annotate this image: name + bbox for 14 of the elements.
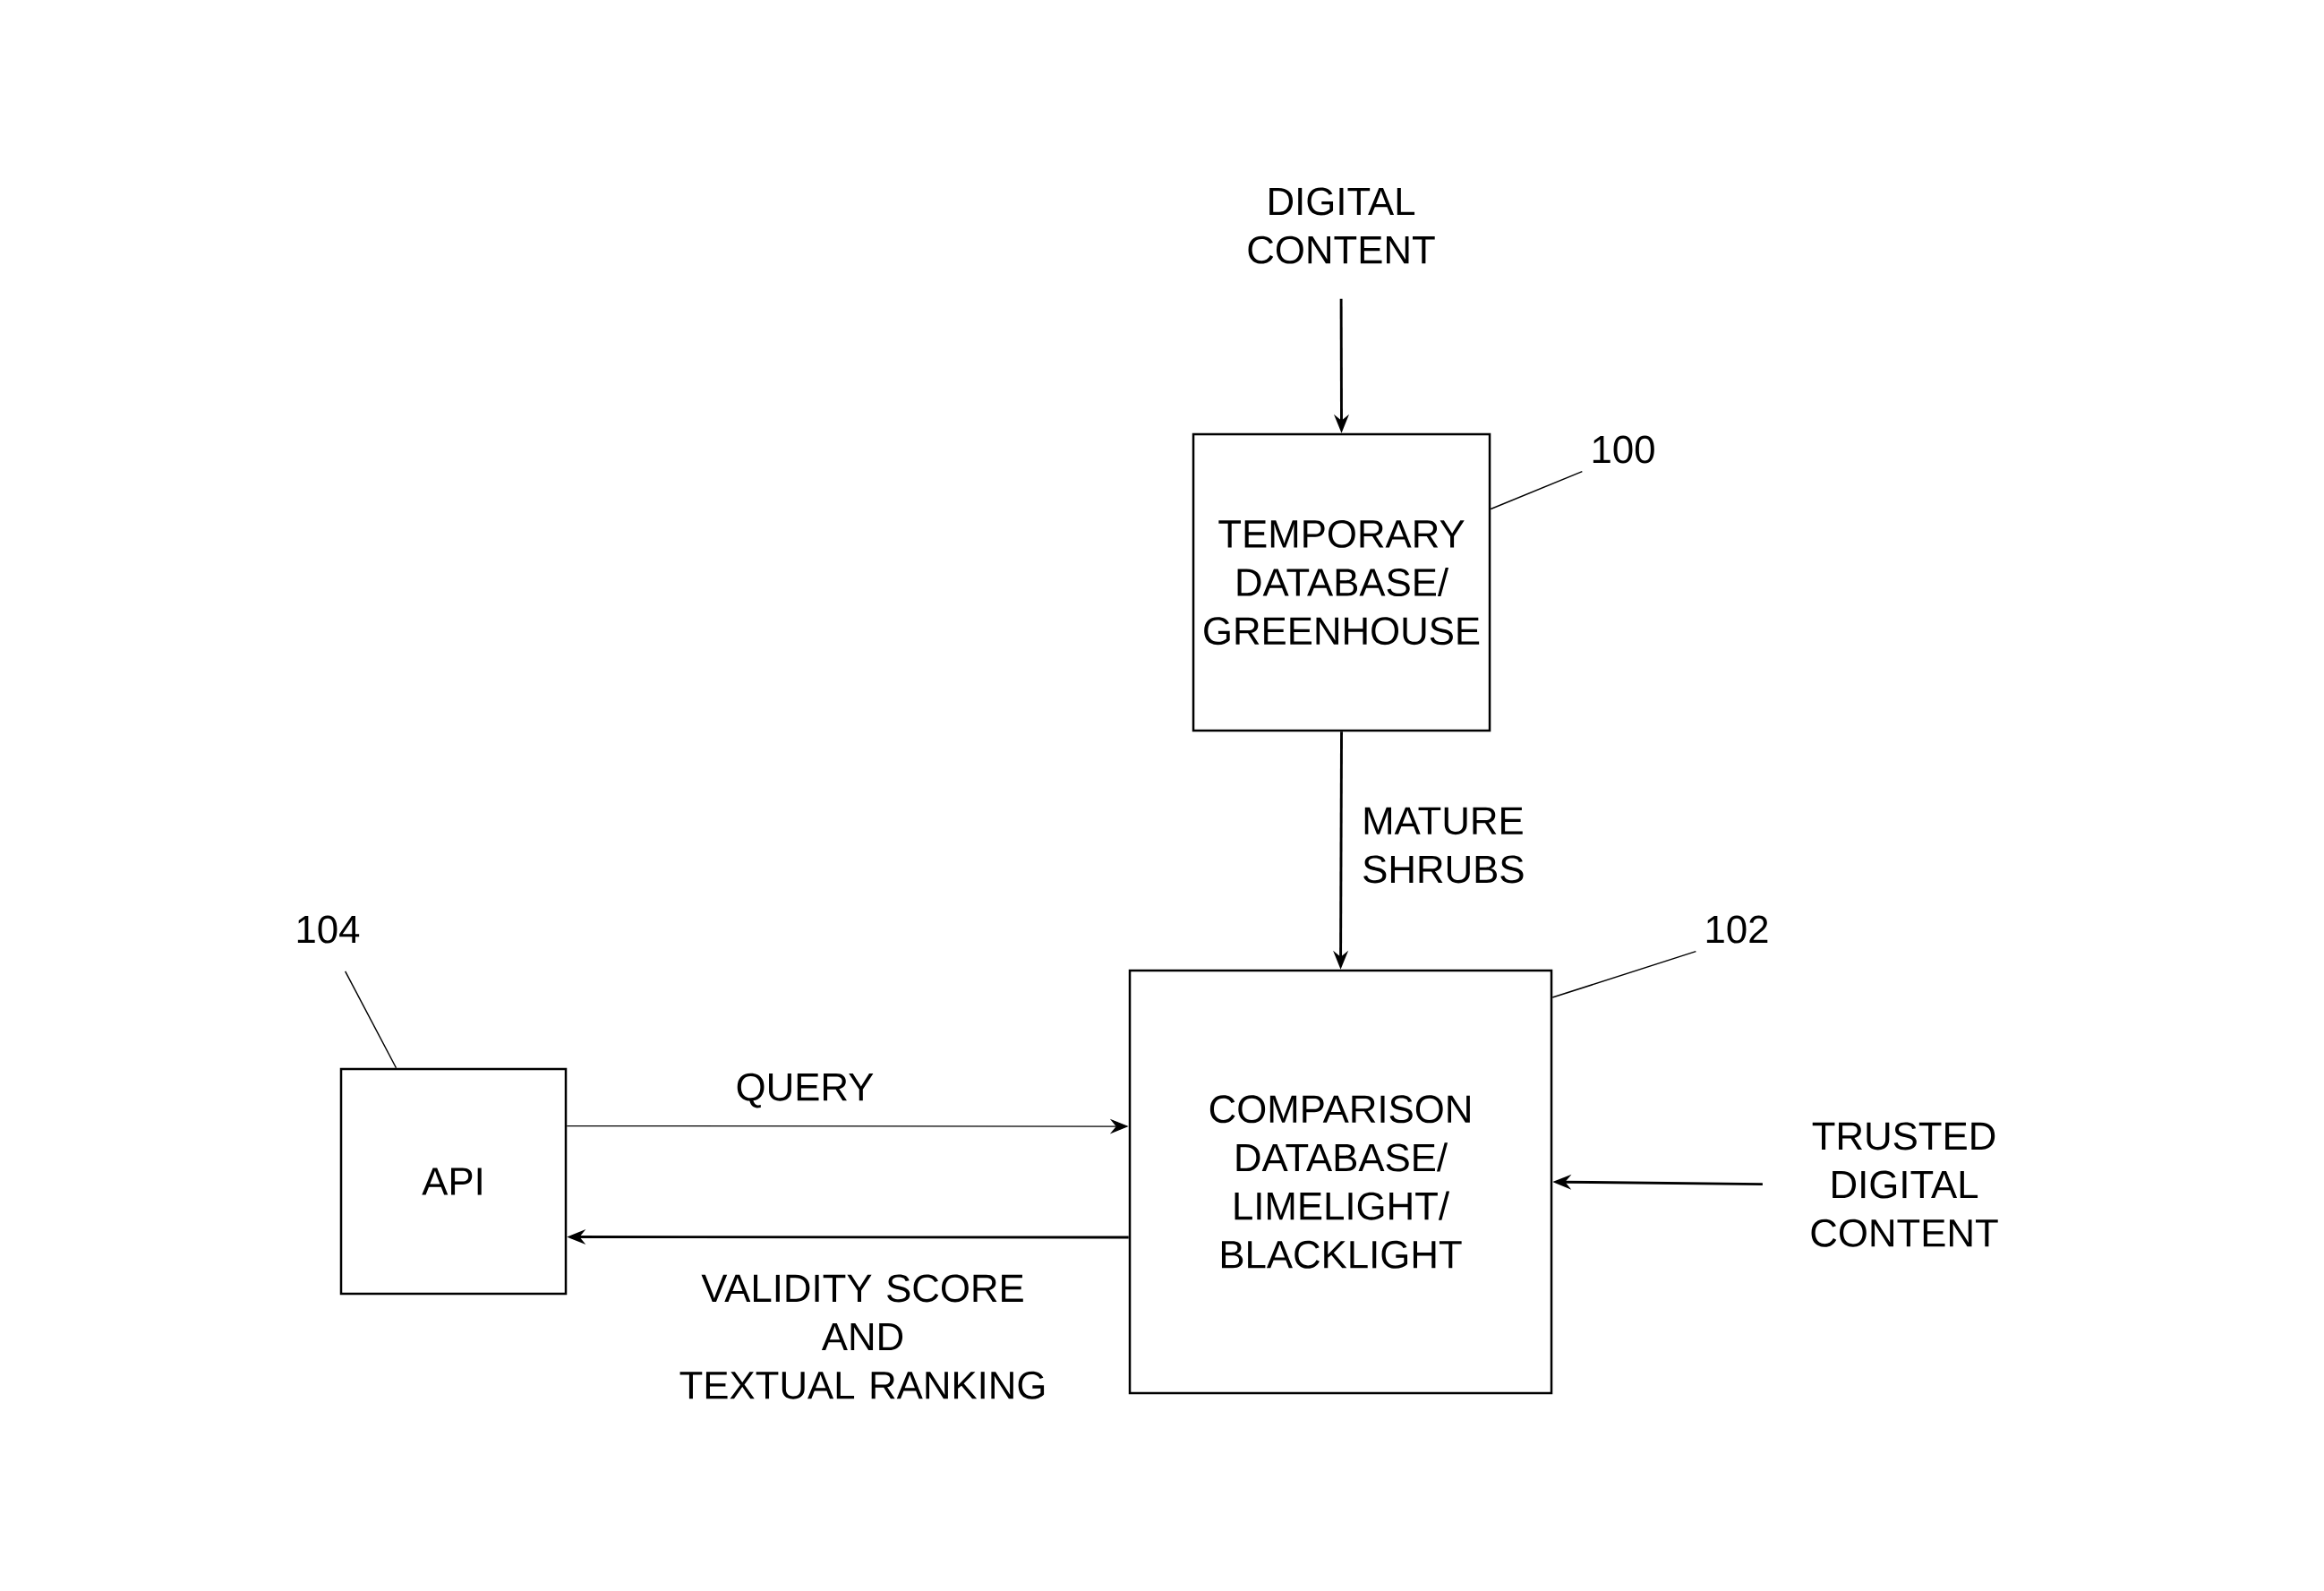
edge-label: MATURE SHRUBS bbox=[1363, 807, 1524, 884]
callout-number: 100 bbox=[1593, 435, 1654, 464]
callout-number: 102 bbox=[1706, 915, 1768, 944]
leader-line bbox=[1490, 470, 1584, 510]
leader-line bbox=[344, 971, 397, 1069]
process-box: API bbox=[339, 1067, 568, 1296]
input-label: TRUSTED DIGITAL CONTENT bbox=[1811, 1122, 1998, 1247]
leader-line bbox=[1551, 950, 1697, 998]
edge-label: VALIDITY SCORE AND TEXTUAL RANKING bbox=[679, 1274, 1045, 1399]
database-box: TEMPORARY DATABASE/ GREENHOUSE bbox=[1192, 432, 1491, 732]
callout-number: 104 bbox=[297, 915, 360, 944]
database-box: COMPARISON DATABASE/ LIMELIGHT/ BLACKLIGHT bbox=[1128, 969, 1553, 1395]
input-label: DIGITAL CONTENT bbox=[1248, 187, 1435, 264]
edge-label: QUERY bbox=[737, 1073, 874, 1108]
